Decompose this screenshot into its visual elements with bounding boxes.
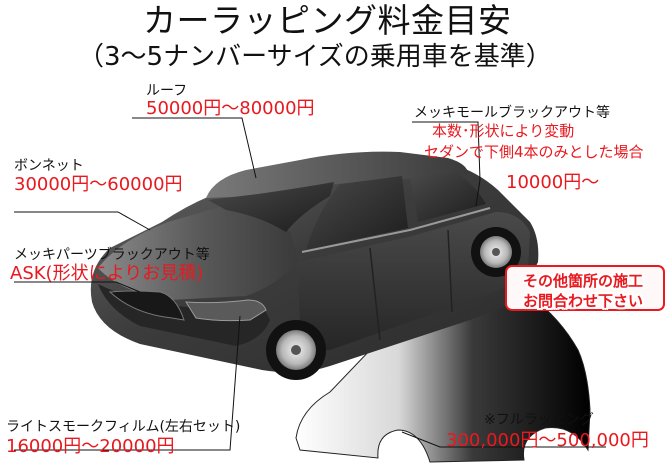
molding-price: 10000円～ xyxy=(506,172,600,193)
page-subtitle: （3～5ナンバーサイズの乗用車を基準） xyxy=(78,42,552,72)
leader-lines xyxy=(14,117,606,451)
car-roof xyxy=(206,151,468,198)
car-side-window-front xyxy=(306,176,408,250)
car-windshield xyxy=(208,182,334,232)
chrome-parts-label: メッキパーツブラックアウト等 xyxy=(14,247,210,263)
other-areas-line-2: お問合わせ下さい xyxy=(522,292,643,310)
full-wrap-price: 300,000円～500,000円 xyxy=(446,430,649,451)
window-chrome-trim xyxy=(301,207,491,253)
molding-note-2: セダンで下側4本のみとした場合 xyxy=(424,143,644,161)
other-areas-callout: その他箇所の施工 お問合わせ下さい xyxy=(500,266,666,310)
bonnet-price: 30000円～60000円 xyxy=(14,174,183,195)
bonnet-label: ボンネット xyxy=(14,158,84,174)
car-hood xyxy=(98,204,298,300)
chrome-parts-price: ASK(形状によりお見積) xyxy=(10,263,204,284)
car-side-window-rear xyxy=(410,172,486,222)
car-headlight xyxy=(185,299,267,322)
other-areas-line-1: その他箇所の施工 xyxy=(522,272,643,290)
roof-price: 50000円～80000円 xyxy=(146,98,315,119)
page-title: カーラッピング料金目安 xyxy=(143,1,512,40)
other-areas-box-outline xyxy=(505,265,665,311)
molding-label: メッキモールブラックアウト等 xyxy=(414,105,610,121)
molding-note-1: 本数･形状により変動 xyxy=(432,122,575,140)
car-grille xyxy=(108,290,185,321)
rear-wheel xyxy=(471,227,521,277)
full-wrap-label: ※フルラッピング xyxy=(484,412,594,428)
front-wheel xyxy=(266,320,326,380)
light-film-price: 16000円～20000円 xyxy=(6,436,175,457)
roof-label: ルーフ xyxy=(146,83,188,99)
light-film-label: ライトスモークフィルム(左右セット) xyxy=(6,419,241,435)
